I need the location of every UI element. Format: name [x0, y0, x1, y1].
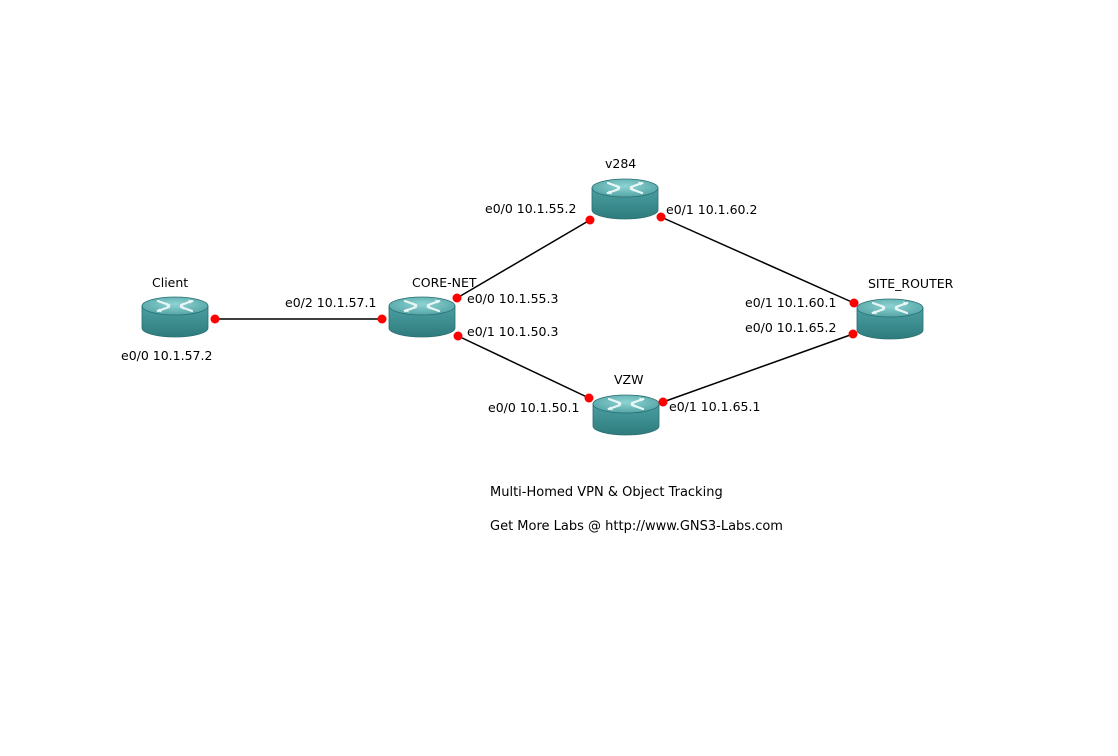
link-core-vzw: [457, 335, 590, 399]
interface-dot: [849, 298, 859, 308]
interface-label-vzw-e00: e0/0 10.1.50.1: [488, 400, 580, 415]
interface-dot: [848, 329, 858, 339]
interface-label-core-e00: e0/0 10.1.55.3: [467, 291, 559, 306]
link-vzw-site: [662, 333, 854, 403]
router-icon[interactable]: [140, 295, 210, 339]
interface-dots: [210, 212, 859, 407]
interface-label-v284-e00: e0/0 10.1.55.2: [485, 201, 577, 216]
router-label-vzw: VZW: [614, 372, 644, 387]
router-label-site: SITE_ROUTER: [868, 276, 954, 291]
link-v284-site: [660, 216, 855, 304]
interface-dot: [210, 314, 220, 324]
diagram-title-note: Multi-Homed VPN & Object Tracking: [490, 485, 723, 500]
router-icon[interactable]: [590, 177, 660, 221]
labs-link-note[interactable]: Get More Labs @ http://www.GNS3-Labs.com: [490, 519, 783, 534]
router-icon[interactable]: [855, 297, 925, 341]
interface-label-core-e01: e0/1 10.1.50.3: [467, 324, 559, 339]
interface-label-v284-e01: e0/1 10.1.60.2: [666, 202, 758, 217]
interface-dot: [658, 397, 668, 407]
interface-dot: [584, 393, 594, 403]
interface-dot: [377, 314, 387, 324]
router-icon[interactable]: [591, 393, 661, 437]
router-icon[interactable]: [387, 295, 457, 339]
interface-dot: [585, 215, 595, 225]
interface-label-site-e01: e0/1 10.1.60.1: [745, 295, 837, 310]
router-label-core: CORE-NET: [412, 275, 477, 290]
interface-label-client-e00: e0/0 10.1.57.2: [121, 348, 213, 363]
router-label-client: Client: [152, 275, 189, 290]
router-label-v284: v284: [605, 156, 637, 171]
interface-label-core-e02: e0/2 10.1.57.1: [285, 295, 377, 310]
interface-dot: [656, 212, 666, 222]
interface-label-vzw-e01: e0/1 10.1.65.1: [669, 399, 761, 414]
interface-label-site-e00: e0/0 10.1.65.2: [745, 320, 837, 335]
interface-dot: [452, 293, 462, 303]
interface-dot: [453, 331, 463, 341]
link-core-v284: [456, 219, 591, 299]
